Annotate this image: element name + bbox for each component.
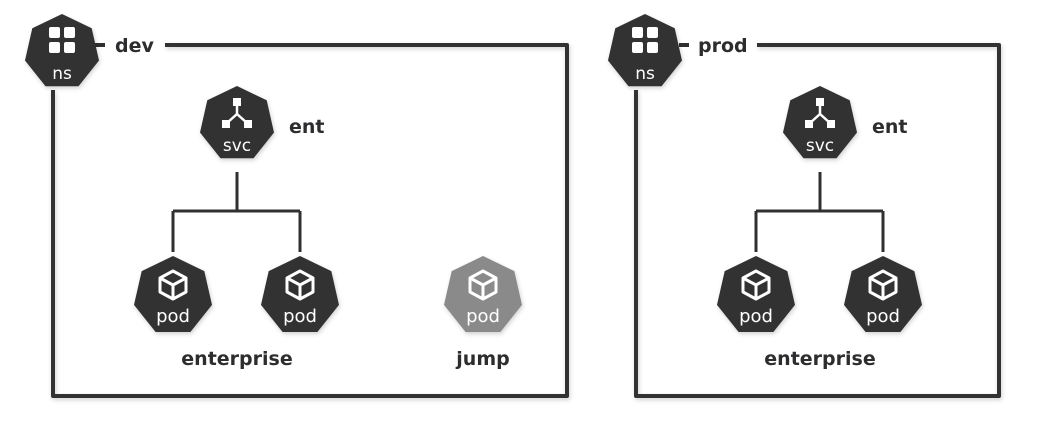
namespace-border [51,43,569,398]
pod-icon: pod [261,256,339,332]
pod-icon: pod [844,256,922,332]
network-icon [805,98,835,128]
ns-icon: ns [608,14,682,87]
pod-icon-label: pod [283,306,317,327]
namespace-name: dev [115,35,154,57]
service-name: ent [289,116,325,138]
cube-icon [741,269,771,301]
ns-icon: ns [25,14,99,87]
pod-icon-label: pod [739,306,773,327]
heptagon-shape [200,86,274,159]
service-name: ent [872,116,908,138]
cube-icon [868,269,898,301]
pod-group-name: enterprise [181,348,292,370]
svc-icon-label: svc [806,136,834,156]
namespace-prod: ns prod svc ent [608,14,1001,398]
svc-icon: svc [783,86,857,159]
namespace-border [634,43,1001,398]
pod-icon-label: pod [866,306,900,327]
heptagon-shape [608,14,682,87]
cube-icon [285,269,315,301]
cube-icon [468,269,498,301]
heptagon-shape [25,14,99,87]
grid-icon [49,27,75,53]
pod-icon: pod [717,256,795,332]
pod-name: jump [455,348,509,370]
ns-icon-label: ns [635,64,655,84]
pod-group-name: enterprise [764,348,875,370]
svc-pod-connectors [171,172,302,252]
grid-icon [632,27,658,53]
pod-icon-label: pod [156,306,190,327]
network-icon [222,98,252,128]
pod-icon: pod [444,256,522,332]
ns-icon-label: ns [52,64,72,84]
namespace-dev: ns dev svc ent [25,14,569,398]
cube-icon [158,269,188,301]
svc-icon-label: svc [223,136,251,156]
svc-icon: svc [200,86,274,159]
namespace-name: prod [698,35,748,57]
pod-icon: pod [134,256,212,332]
heptagon-shape [783,86,857,159]
svc-pod-connectors [754,172,885,252]
pod-icon-label: pod [466,306,500,327]
